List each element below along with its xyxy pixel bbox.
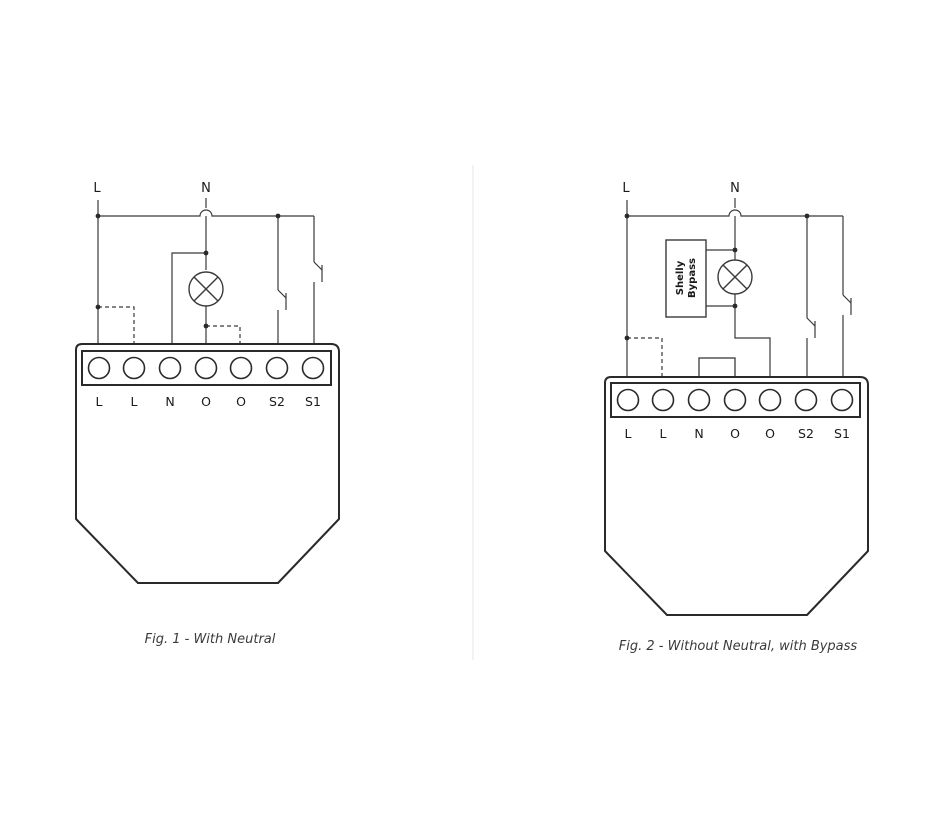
fig1-supply-n-label: N [201, 181, 211, 196]
fig2-shelly-bypass-module: Shelly Bypass [665, 239, 707, 318]
fig2-bypass-label-line1: Shelly [675, 260, 686, 295]
fig1-terminal-label: N [165, 394, 174, 409]
fig2-device-body [604, 376, 869, 616]
fig2-terminal-label: S2 [798, 426, 814, 441]
fig2-terminal-label: O [765, 426, 775, 441]
fig1-terminal-label: S1 [305, 394, 321, 409]
fig1-caption: Fig. 1 - With Neutral [145, 632, 276, 647]
fig2-wiring [624, 198, 852, 378]
fig2-terminal-label: L [625, 426, 632, 441]
fig1-terminal-label: L [131, 394, 138, 409]
fig1-terminal-label: L [96, 394, 103, 409]
fig2-terminal-label: N [694, 426, 703, 441]
fig2-terminal-labels: L L N O O S2 S1 [625, 426, 850, 441]
figure-1-with-neutral: L N [75, 181, 340, 647]
fig1-device-body [75, 343, 340, 584]
fig2-terminal-label: L [660, 426, 667, 441]
fig2-lamp-icon [717, 259, 753, 295]
fig2-terminal-screws [616, 388, 854, 412]
fig1-terminal-label: S2 [269, 394, 285, 409]
fig1-wiring [95, 198, 323, 344]
fig2-supply-n-label: N [730, 181, 740, 196]
fig1-terminal-labels: L L N O O S2 S1 [96, 394, 321, 409]
figure-2-without-neutral: L N [604, 181, 869, 654]
fig1-lamp-icon [188, 271, 224, 307]
fig1-terminal-label: O [201, 394, 211, 409]
fig1-terminal-screws [87, 356, 325, 380]
fig2-bypass-label-line2: Bypass [687, 258, 698, 298]
fig2-supply-l-label: L [622, 181, 630, 196]
fig1-supply-l-label: L [93, 181, 101, 196]
fig2-caption: Fig. 2 - Without Neutral, with Bypass [619, 639, 858, 654]
fig2-terminal-label: O [730, 426, 740, 441]
fig2-terminal-label: S1 [834, 426, 850, 441]
fig1-terminal-label: O [236, 394, 246, 409]
